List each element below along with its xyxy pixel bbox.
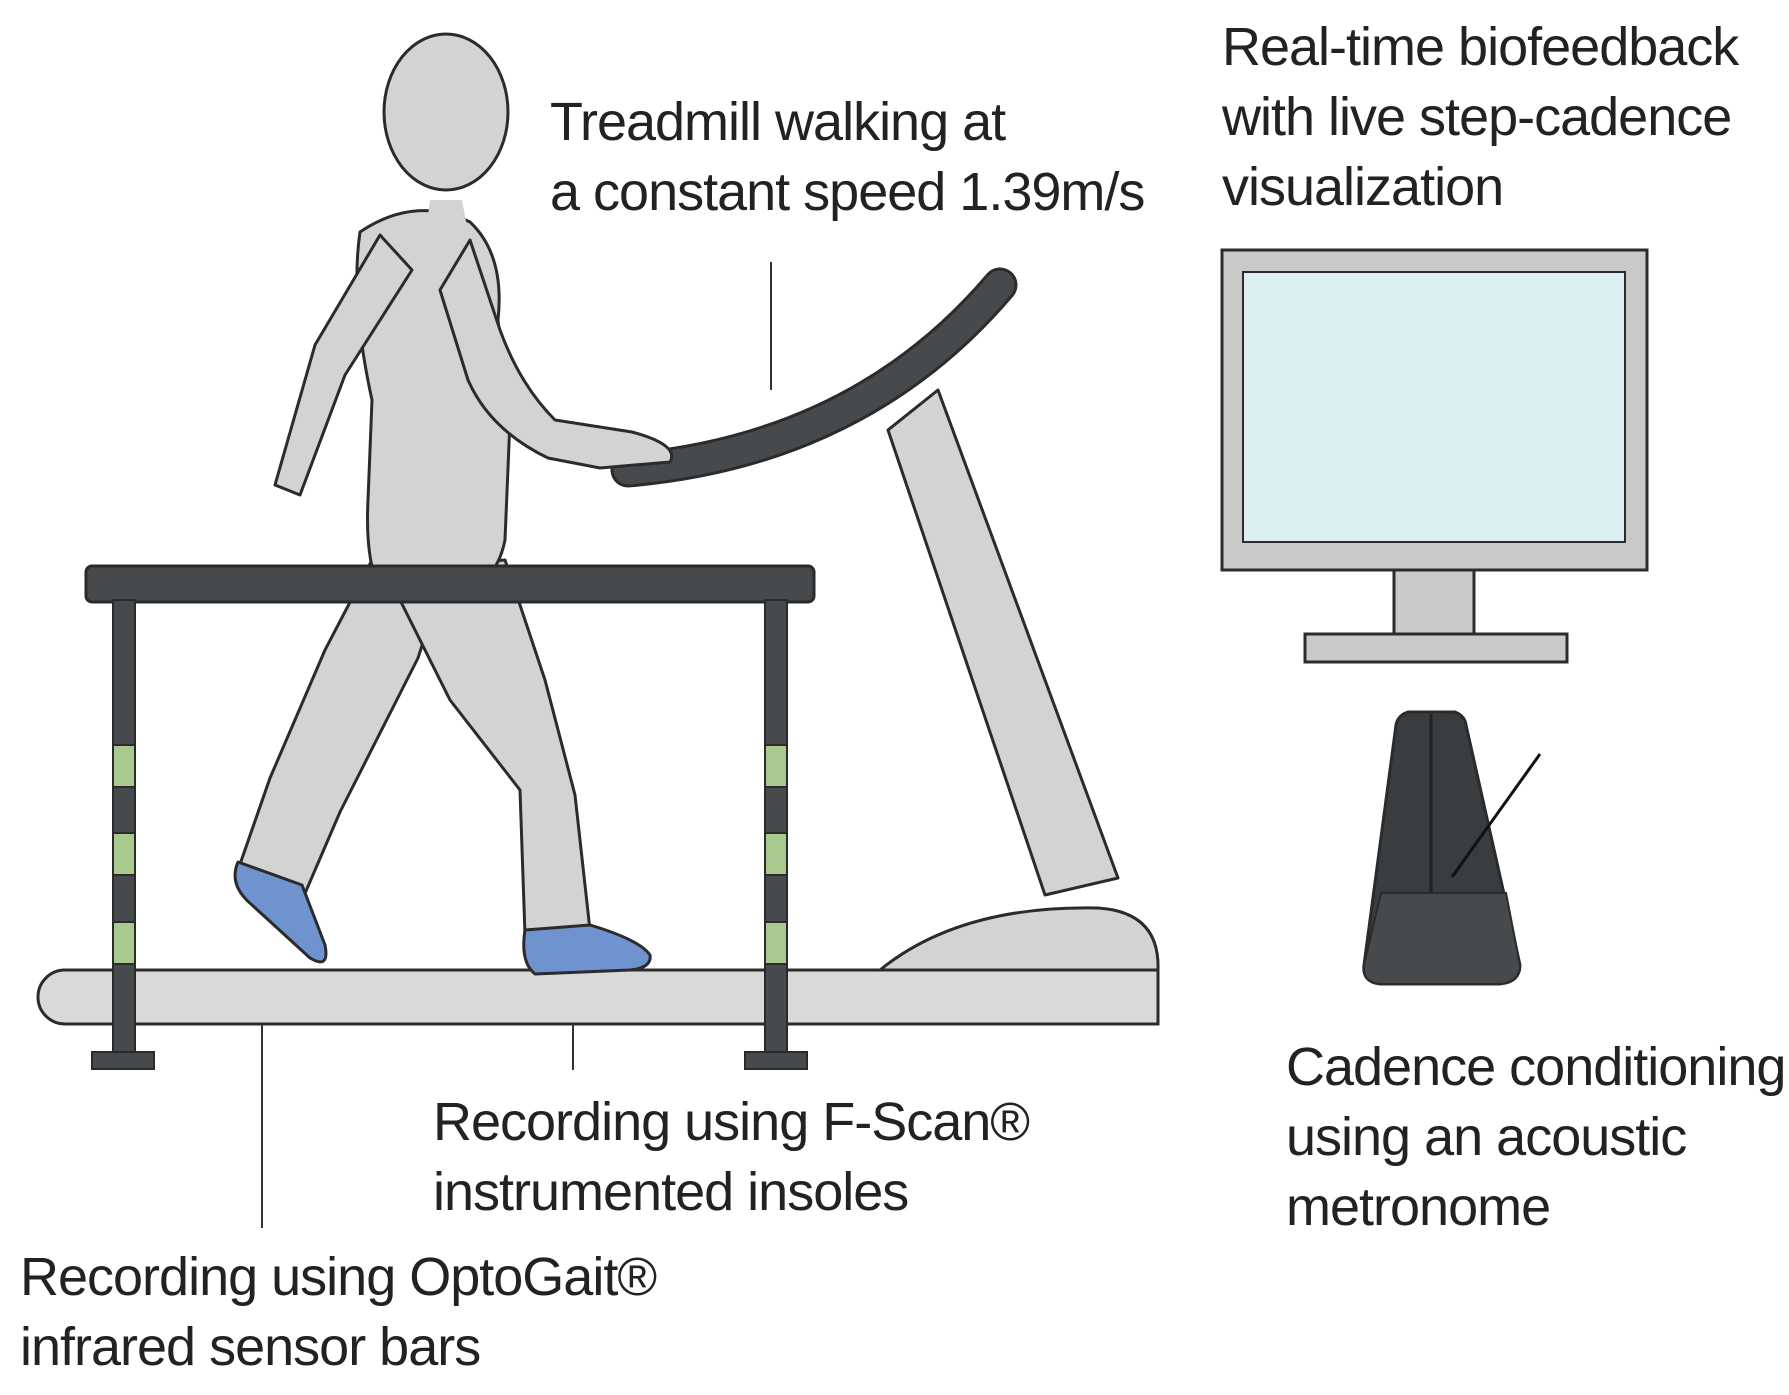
fscan-label: Recording using F-Scan® instrumented ins… [433,1087,1030,1227]
treadmill-label: Treadmill walking at a constant speed 1.… [550,87,1145,227]
treadmill-label-line-1: Treadmill walking at [550,92,1006,152]
person-neck [426,200,468,232]
treadmill-motor-hood [875,906,1160,972]
biofeedback-label-line-3: visualization [1222,157,1504,217]
monitor-neck [1392,568,1476,636]
optogait-left-segment-1 [112,744,136,788]
metronome-lower-panel [1362,892,1522,985]
insole-front-foot [522,923,652,976]
treadmill-icon [36,267,1160,1026]
fscan-label-line-2: instrumented insoles [433,1162,909,1222]
person-head [382,32,510,192]
biofeedback-label-line-1: Real-time biofeedback [1222,17,1739,77]
person-back-arm [273,233,414,497]
person-front-arm [438,238,674,470]
optogait-label: Recording using OptoGait® infrared senso… [20,1242,657,1382]
optogait-right-segment-3 [764,921,788,965]
treadmill-upright [886,388,1120,897]
metronome-label-line-1: Cadence conditioning [1286,1037,1786,1097]
optogait-right-post [764,599,788,1056]
person-front-leg [383,558,592,937]
optogait-right-segment-1 [764,744,788,788]
treadmill-deck [36,968,1160,1026]
metronome-pendulum [1450,753,1542,878]
metronome-label: Cadence conditioning using an acoustic m… [1286,1032,1786,1242]
treadmill-label-line-2: a constant speed 1.39m/s [550,162,1145,222]
person-walking-icon [233,32,674,976]
monitor-base [1303,632,1569,664]
optogait-left-post [112,599,136,1056]
monitor-screen [1242,271,1626,543]
optogait-bar-icon [84,564,816,1070]
optogait-right-foot [744,1051,808,1070]
optogait-left-segment-2 [112,832,136,876]
insole-back-foot [233,860,328,964]
optogait-top-bar [84,564,816,604]
metronome-label-line-2: using an acoustic [1286,1107,1687,1167]
optogait-label-line-1: Recording using OptoGait® [20,1247,657,1307]
fscan-label-line-1: Recording using F-Scan® [433,1092,1030,1152]
optogait-label-line-2: infrared sensor bars [20,1317,481,1377]
biofeedback-label-line-2: with live step-cadence [1222,87,1732,147]
biofeedback-label: Real-time biofeedback with live step-cad… [1222,12,1739,222]
monitor-icon [1220,248,1649,664]
optogait-left-foot [91,1051,155,1070]
optogait-left-segment-3 [112,921,136,965]
metronome-icon [1362,710,1542,986]
optogait-right-segment-2 [764,832,788,876]
metronome-label-line-3: metronome [1286,1177,1551,1237]
